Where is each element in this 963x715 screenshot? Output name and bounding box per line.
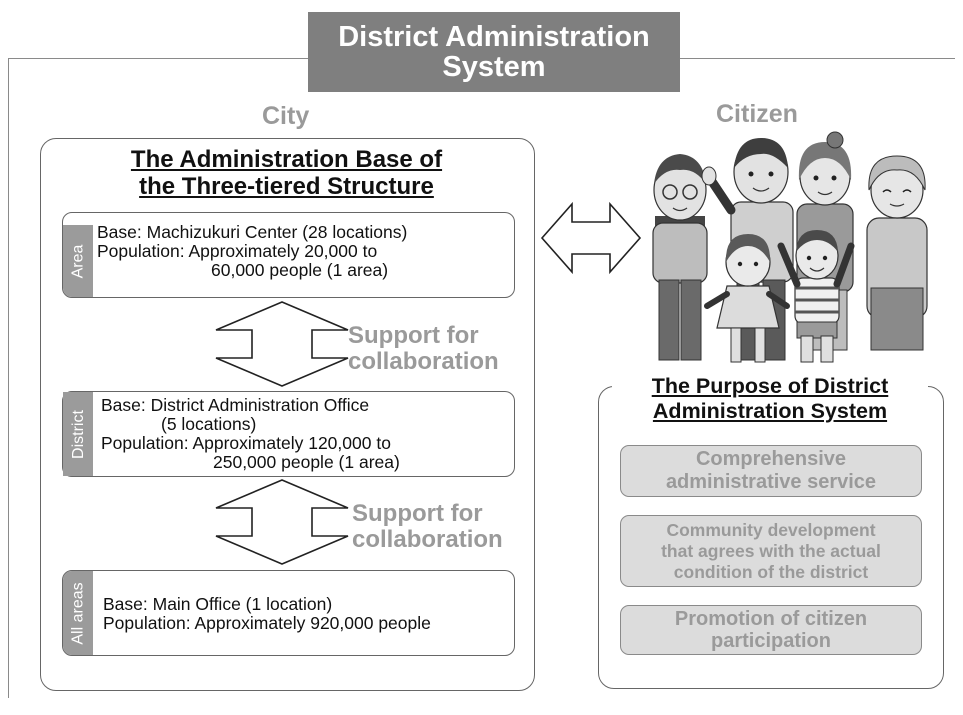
tier-district-box: District Base: District Administration O… (62, 391, 515, 477)
tier-all-areas-box: All areas Base: Main Office (1 location)… (62, 570, 515, 656)
citizen-girl (704, 234, 790, 363)
title-banner: District Administration System (308, 12, 680, 92)
tier-area-line-2: Population: Approximately 20,000 to (97, 241, 378, 261)
tier-all-areas-line-2: Population: Approximately 920,000 people (103, 613, 431, 633)
citizens-illustration (652, 131, 928, 363)
tier-all-areas-tag: All areas (63, 571, 93, 655)
purpose-item-1-line-1: Comprehensive (695, 448, 847, 470)
purpose-heading-line-1: The Purpose of District (651, 374, 889, 398)
tier-district-tag-label: District (69, 409, 87, 459)
tier-district-line-4: 250,000 people (1 area) (213, 452, 400, 472)
purpose-item-3-line-1: Promotion of citizen (674, 608, 868, 630)
double-arrow-horizontal (540, 201, 642, 275)
support-label-2-line-1: Support for (352, 500, 483, 527)
purpose-item-community-development: Community development that agrees with t… (620, 515, 922, 587)
city-heading: The Administration Base of the Three-tie… (40, 146, 533, 200)
tier-district-line-2: (5 locations) (161, 414, 257, 434)
tier-area-line-3: 60,000 people (1 area) (211, 260, 389, 280)
purpose-item-1-line-2: administrative service (665, 471, 877, 493)
tier-all-areas-tag-label: All areas (69, 581, 87, 645)
tier-all-areas-text: Base: Main Office (1 location) Populatio… (103, 595, 431, 633)
support-label-2: Support for collaboration (352, 501, 503, 553)
double-arrow-vertical-1 (215, 301, 349, 387)
purpose-item-2-line-3: condition of the district (673, 561, 869, 582)
double-arrow-vertical-2 (215, 479, 349, 565)
city-label: City (262, 102, 310, 130)
tier-district-line-1: Base: District Administration Office (101, 395, 370, 415)
citizen-man-glasses (652, 154, 708, 361)
tier-district-line-3: Population: Approximately 120,000 to (101, 433, 391, 453)
citizen-label: Citizen (716, 100, 798, 128)
city-heading-line-1: The Administration Base of (130, 146, 443, 173)
purpose-item-2-line-2: that agrees with the actual (661, 540, 881, 561)
tier-area-tag: Area (63, 225, 93, 297)
purpose-item-3-line-2: participation (710, 630, 831, 652)
title-line-2: System (442, 51, 546, 83)
support-label-1-line-2: collaboration (348, 348, 499, 375)
purpose-heading: The Purpose of District Administration S… (612, 374, 928, 424)
citizen-boy (777, 230, 855, 363)
city-heading-line-2: the Three-tiered Structure (139, 173, 434, 200)
tier-all-areas-line-1: Base: Main Office (1 location) (103, 594, 333, 614)
tier-area-tag-label: Area (69, 244, 87, 278)
support-label-1: Support for collaboration (348, 323, 499, 375)
citizen-grandmother (866, 155, 928, 351)
tier-district-text: Base: District Administration Office (5 … (101, 396, 400, 472)
title-line-1: District Administration (338, 21, 650, 53)
support-label-2-line-2: collaboration (352, 526, 503, 553)
frame-left-line (8, 58, 9, 698)
purpose-item-comprehensive-service: Comprehensive administrative service (620, 445, 922, 497)
tier-area-text: Base: Machizukuri Center (28 locations) … (97, 223, 407, 280)
purpose-item-2-line-1: Community development (666, 519, 876, 540)
support-label-1-line-1: Support for (348, 322, 479, 349)
tier-area-box: Area Base: Machizukuri Center (28 locati… (62, 212, 515, 298)
tier-area-line-1: Base: Machizukuri Center (28 locations) (97, 222, 408, 242)
purpose-item-citizen-participation: Promotion of citizen participation (620, 605, 922, 655)
tier-district-tag: District (63, 392, 93, 476)
purpose-heading-line-2: Administration System (652, 399, 888, 423)
